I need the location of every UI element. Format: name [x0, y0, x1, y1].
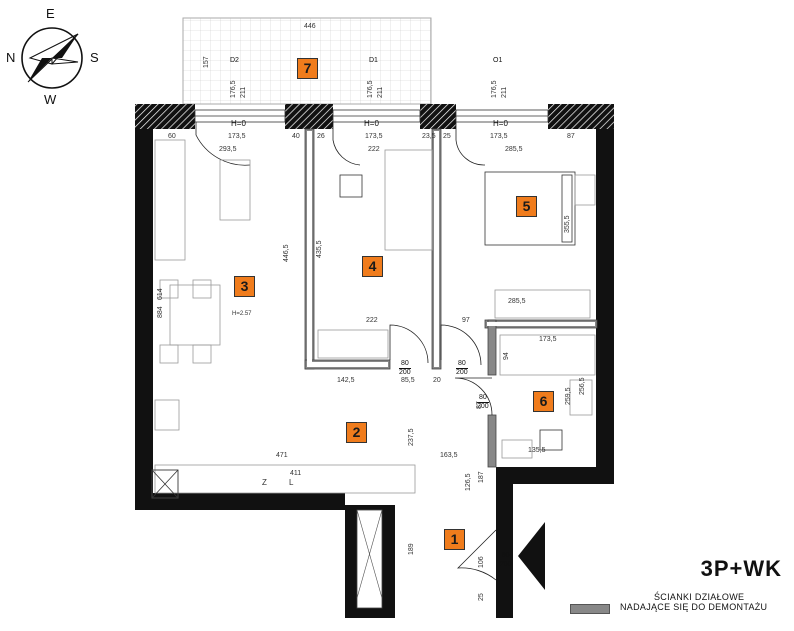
- dimension-label: 189: [408, 543, 415, 555]
- dimension-label: 26: [317, 133, 325, 140]
- window-height-dim: 176,5: [230, 80, 237, 98]
- dimension-label: 60: [168, 133, 176, 140]
- room-number-badge: 1: [444, 529, 465, 550]
- window-id-label: D2: [230, 57, 239, 64]
- dimension-label: 142,5: [337, 377, 355, 384]
- dimension-label: 285,5: [508, 298, 526, 305]
- sill-height-label: H=0: [364, 119, 379, 128]
- sill-height-label: H=0: [493, 119, 508, 128]
- dimension-label: 435,5: [316, 240, 323, 258]
- dimension-label: 256,5: [579, 377, 586, 395]
- sill-height-label: H=0: [231, 119, 246, 128]
- dimension-label: 285,5: [505, 146, 523, 153]
- dimension-label: 614: [157, 288, 164, 300]
- dimension-label: 471: [276, 452, 288, 459]
- room6-furniture: [499, 334, 596, 459]
- window-id-label: D1: [369, 57, 378, 64]
- dimension-label: 23,5: [422, 133, 436, 140]
- room4-furniture: [317, 149, 433, 359]
- dimension-label: 411: [290, 470, 302, 477]
- entry-shaft: [356, 509, 383, 609]
- dimension-label: 259,5: [565, 387, 572, 405]
- dimension-label: 884: [157, 306, 164, 318]
- dimension-label: 173,5: [539, 336, 557, 343]
- dimension-label: 293,5: [219, 146, 237, 153]
- room-number-badge: 6: [533, 391, 554, 412]
- dimension-label: 25: [443, 133, 451, 140]
- dimension-label: 126,5: [465, 473, 472, 491]
- dimension-label: 173,5: [228, 133, 246, 140]
- window-height-dim: 176,5: [491, 80, 498, 98]
- dimension-label: 173,5: [365, 133, 383, 140]
- legend-title: ŚCIANKI DZIAŁOWE: [654, 592, 745, 602]
- dimension-label: 222: [366, 317, 378, 324]
- dimension-label: 87: [567, 133, 575, 140]
- kitchen-label-l: L: [289, 478, 294, 487]
- dimension-label: 106: [478, 556, 485, 568]
- room-number-badge: 5: [516, 196, 537, 217]
- window-height-dim: 211: [501, 86, 508, 98]
- room-number-badge: 7: [297, 58, 318, 79]
- apartment-type-title: 3P+WK: [700, 556, 782, 581]
- window-height-dim: 176,5: [367, 80, 374, 98]
- dimension-label: 135,5: [528, 447, 546, 454]
- window-height-dim: 211: [377, 86, 384, 98]
- room-number-badge: 3: [234, 276, 255, 297]
- dimension-label: 446: [304, 23, 316, 30]
- dimension-label: 222: [368, 146, 380, 153]
- window-height-dim: 211: [240, 86, 247, 98]
- kitchen-label-z: Z: [262, 478, 267, 487]
- compass-icon: [21, 27, 83, 89]
- entry-arrow-icon: [518, 522, 545, 590]
- dimension-label: 94: [503, 352, 510, 360]
- compass-east-label: E: [46, 6, 55, 21]
- compass-south-label: S: [90, 50, 99, 65]
- legend-swatch: [570, 604, 610, 614]
- window-id-label: O1: [493, 57, 503, 64]
- dimension-label: 355,5: [564, 215, 571, 233]
- dimension-label: 173,5: [490, 133, 508, 140]
- legend-text: NADAJĄCE SIĘ DO DEMONTAŻU: [620, 602, 768, 612]
- dimension-label: 97: [462, 317, 470, 324]
- dimension-label: 446,5: [283, 244, 290, 262]
- dimension-label: 163,5: [440, 452, 458, 459]
- room-number-badge: 2: [346, 422, 367, 443]
- dimension-label: 20: [433, 377, 441, 384]
- dimension-label: 157: [203, 56, 210, 68]
- compass-north-label: N: [6, 50, 16, 65]
- dimension-label: 237,5: [408, 428, 415, 446]
- dimension-label: 87: [476, 401, 483, 409]
- legend-item: NADAJĄCE SIĘ DO DEMONTAŻU: [570, 602, 790, 614]
- dimension-label: 40: [292, 133, 300, 140]
- room5-furniture: [484, 171, 596, 319]
- compass-west-label: W: [44, 92, 57, 107]
- room3-furniture: [151, 139, 416, 499]
- dimension-label: 187: [478, 471, 485, 483]
- room-number-badge: 4: [362, 256, 383, 277]
- room-height-label: H=2.57: [232, 311, 252, 317]
- dimension-label: 85,5: [401, 377, 415, 384]
- dimension-label: 25: [478, 593, 485, 601]
- demountable-partitions: [304, 128, 598, 468]
